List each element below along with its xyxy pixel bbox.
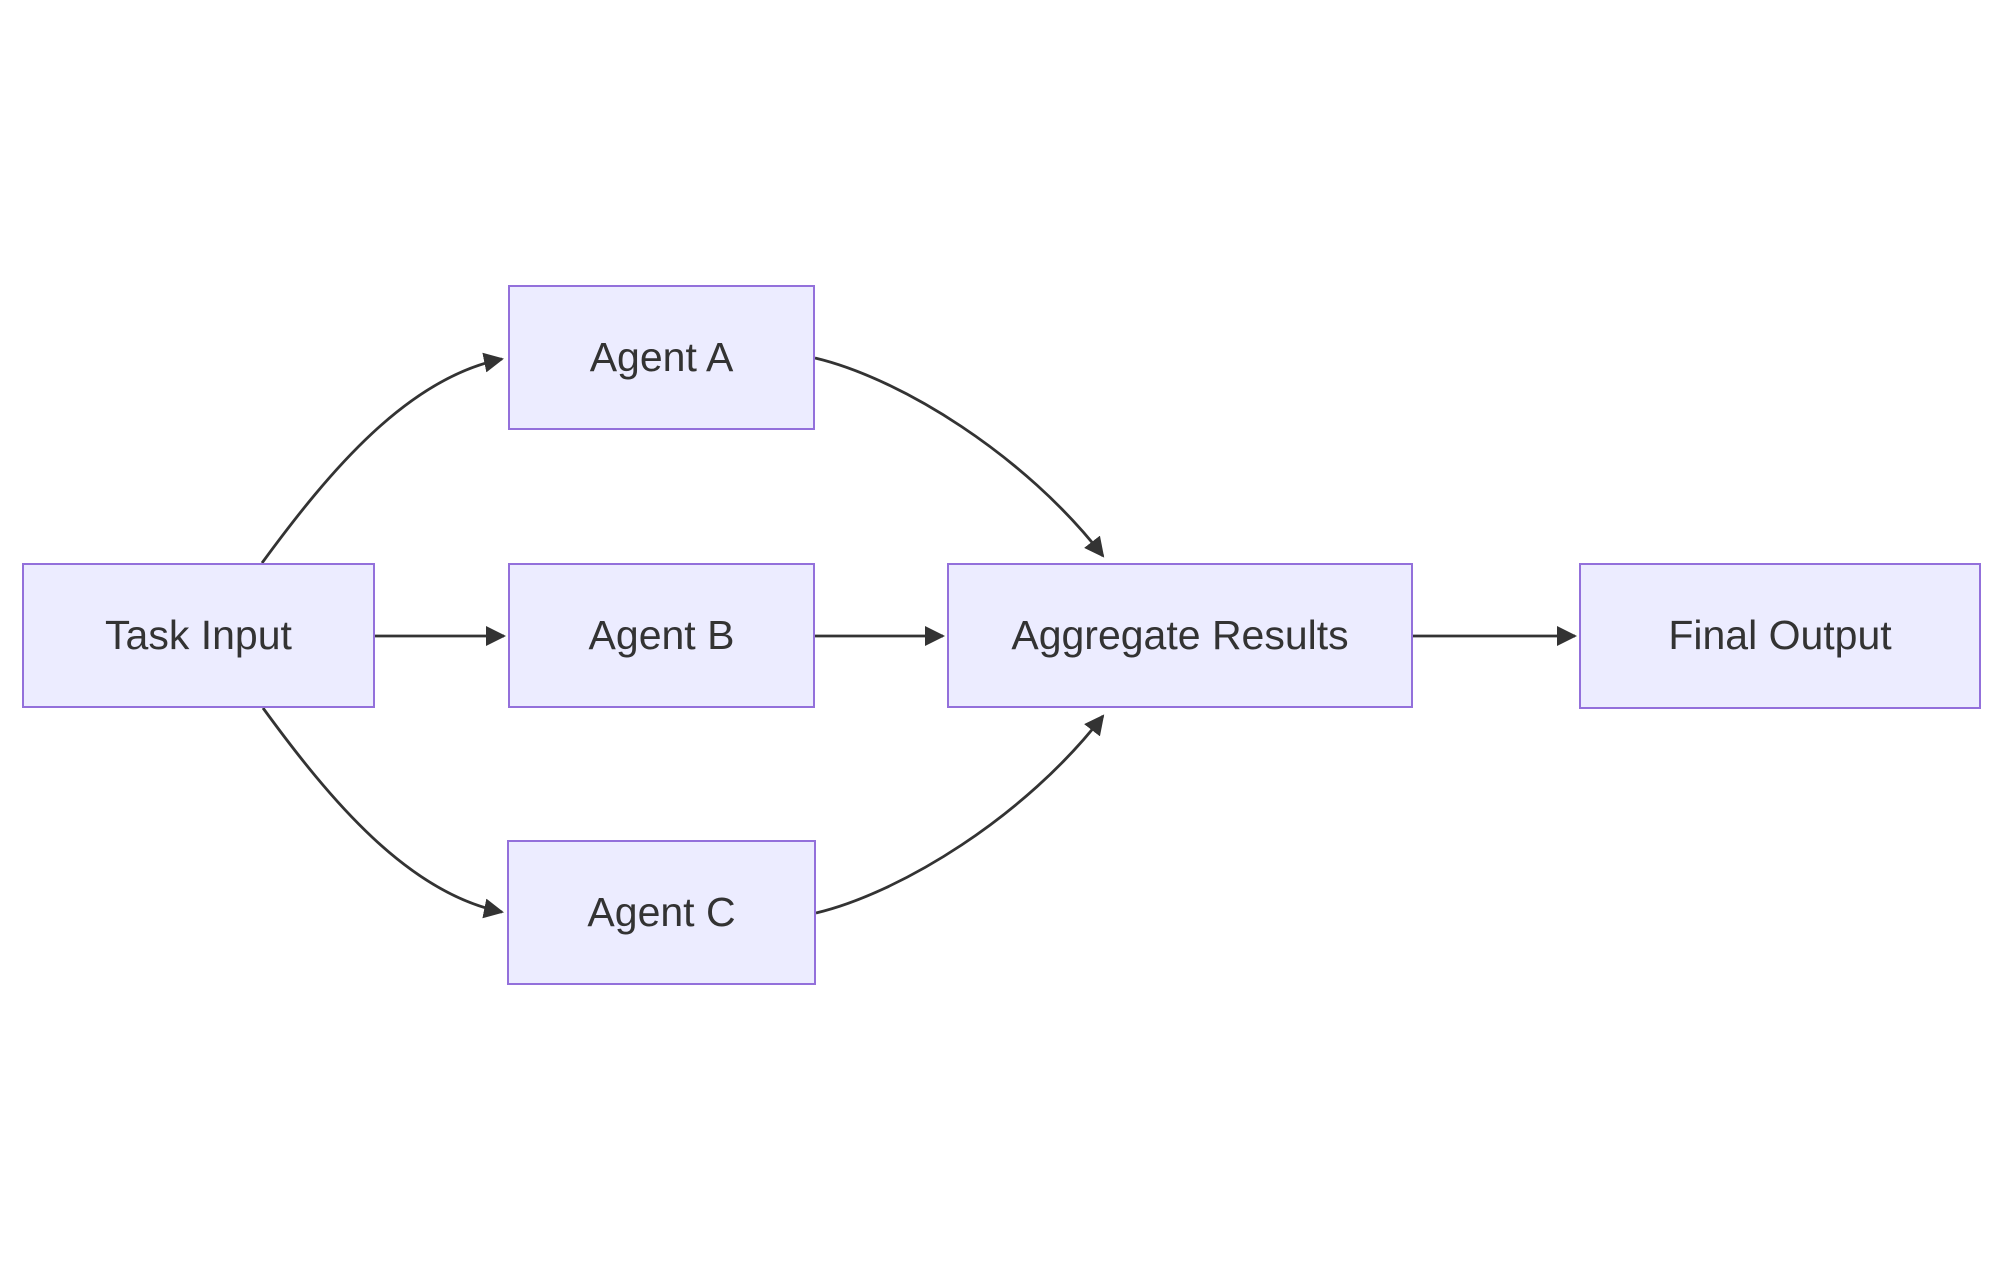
node-agent-b: Agent B <box>508 563 815 708</box>
node-agent-a-label: Agent A <box>589 333 734 380</box>
node-final-output-label: Final Output <box>1668 612 1892 659</box>
node-task-input-label: Task Input <box>105 611 292 658</box>
edge-agent-a-to-aggregate-results <box>814 356 1105 558</box>
node-agent-b-label: Agent B <box>588 611 735 658</box>
edge-agent-c-to-aggregate-results <box>815 714 1105 915</box>
node-agent-a: Agent A <box>508 285 815 430</box>
node-agent-c-label: Agent C <box>587 888 736 935</box>
edge-task-input-to-agent-a <box>260 352 504 564</box>
edge-task-input-to-agent-c <box>261 707 504 919</box>
node-final-output: Final Output <box>1579 563 1981 709</box>
node-task-input: Task Input <box>22 563 375 708</box>
node-agent-c: Agent C <box>507 840 816 985</box>
node-aggregate-results: Aggregate Results <box>947 563 1413 708</box>
node-aggregate-results-label: Aggregate Results <box>1011 611 1349 658</box>
